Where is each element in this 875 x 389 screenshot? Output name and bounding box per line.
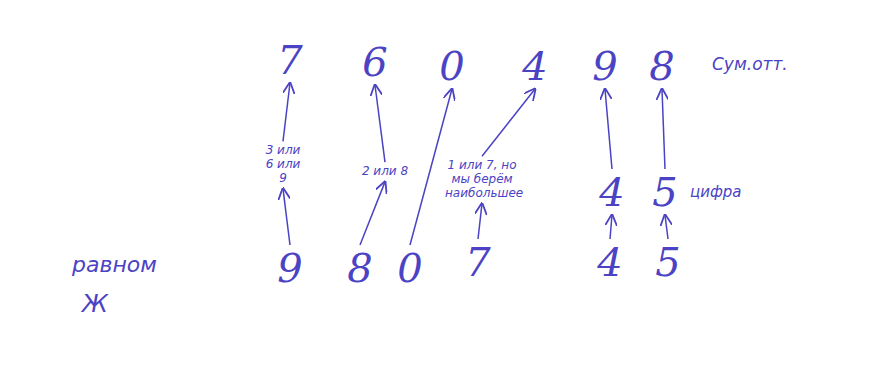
digit: 0: [397, 248, 422, 288]
node-text: 7: [465, 239, 490, 285]
digit: 5: [655, 242, 680, 282]
node-text: 8: [649, 43, 674, 89]
digit: 7: [465, 242, 490, 282]
digit: 5: [652, 172, 677, 212]
node-text: 3 или 6 или 9: [266, 143, 301, 185]
arrow: [482, 89, 535, 156]
node-text: 4: [597, 239, 622, 285]
node-text: 4: [522, 43, 547, 89]
node-text: 2 или 8: [362, 164, 408, 178]
digit: 4: [522, 46, 547, 86]
note-label: цифра: [690, 183, 742, 201]
arrow: [662, 89, 665, 169]
node-text: 5: [652, 169, 677, 215]
node-text: 0: [397, 245, 422, 291]
arrow: [410, 89, 452, 245]
note-label: Сум.отт.: [712, 54, 788, 74]
node-text: 7: [277, 37, 302, 83]
node-text: 5: [655, 239, 680, 285]
handwritten-note: 3 или 6 или 9: [261, 144, 305, 185]
handwritten-note: 2 или 8: [361, 165, 409, 179]
note-label: равном: [72, 252, 157, 277]
arrow: [605, 89, 612, 169]
node-text: 6: [362, 39, 387, 85]
digit: 6: [362, 42, 387, 82]
node-text: 8: [347, 245, 372, 291]
arrow: [283, 189, 290, 245]
node-text: 0: [439, 43, 464, 89]
note-label: Ж: [82, 290, 108, 318]
node-text: 9: [277, 245, 302, 291]
digit: 9: [592, 46, 617, 86]
arrow: [610, 215, 612, 239]
node-text: 9: [592, 43, 617, 89]
arrow: [360, 182, 385, 245]
handwritten-note: 1 или 7, но мы берём наибольшее: [445, 159, 519, 200]
digit: 4: [597, 242, 622, 282]
arrow: [665, 215, 668, 239]
digit: 8: [347, 248, 372, 288]
digit: 0: [439, 46, 464, 86]
arrow: [283, 83, 290, 141]
digit: 7: [277, 40, 302, 80]
digit: 8: [649, 46, 674, 86]
arrow: [375, 85, 385, 162]
digit: 4: [599, 172, 624, 212]
arrow: [478, 204, 482, 239]
node-text: 1 или 7, но мы берём наибольшее: [445, 158, 523, 200]
digit: 9: [277, 248, 302, 288]
node-text: 4: [599, 169, 624, 215]
